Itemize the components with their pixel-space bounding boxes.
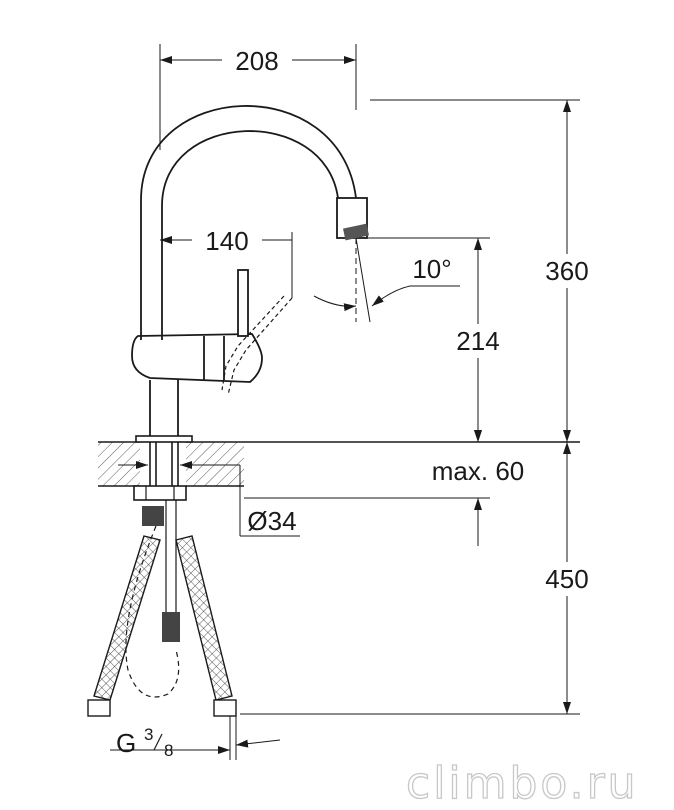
watermark: climbo.ru (406, 758, 639, 809)
dim-hole-diameter: Ø34 (118, 461, 300, 537)
label-thread-numerator: 3 (144, 725, 153, 744)
label-208: 208 (235, 46, 278, 76)
lever (237, 269, 249, 337)
label-450: 450 (545, 564, 588, 594)
label-diameter-34: Ø34 (247, 506, 296, 536)
dim-lever-reach: 140 (160, 224, 293, 298)
label-thread-g: G (116, 728, 136, 758)
label-140: 140 (205, 226, 248, 256)
dim-spout-reach: 208 (159, 44, 357, 150)
faucet (125, 105, 369, 698)
dim-counter-thickness: max. 60 (244, 414, 524, 546)
dim-spray-angle: 10° (313, 237, 460, 323)
label-360: 360 (545, 256, 588, 286)
dim-outlet-height: 214 (368, 237, 512, 442)
dim-hose-length: 450 (240, 442, 600, 715)
flexible-hoses (87, 535, 237, 717)
label-max-60: max. 60 (432, 456, 525, 486)
dim-total-height: 360 (370, 99, 600, 442)
label-thread-denominator: 8 (164, 741, 173, 760)
dim-thread: G 3 8 (110, 716, 281, 760)
label-214: 214 (456, 326, 499, 356)
label-10-deg: 10° (412, 254, 451, 284)
